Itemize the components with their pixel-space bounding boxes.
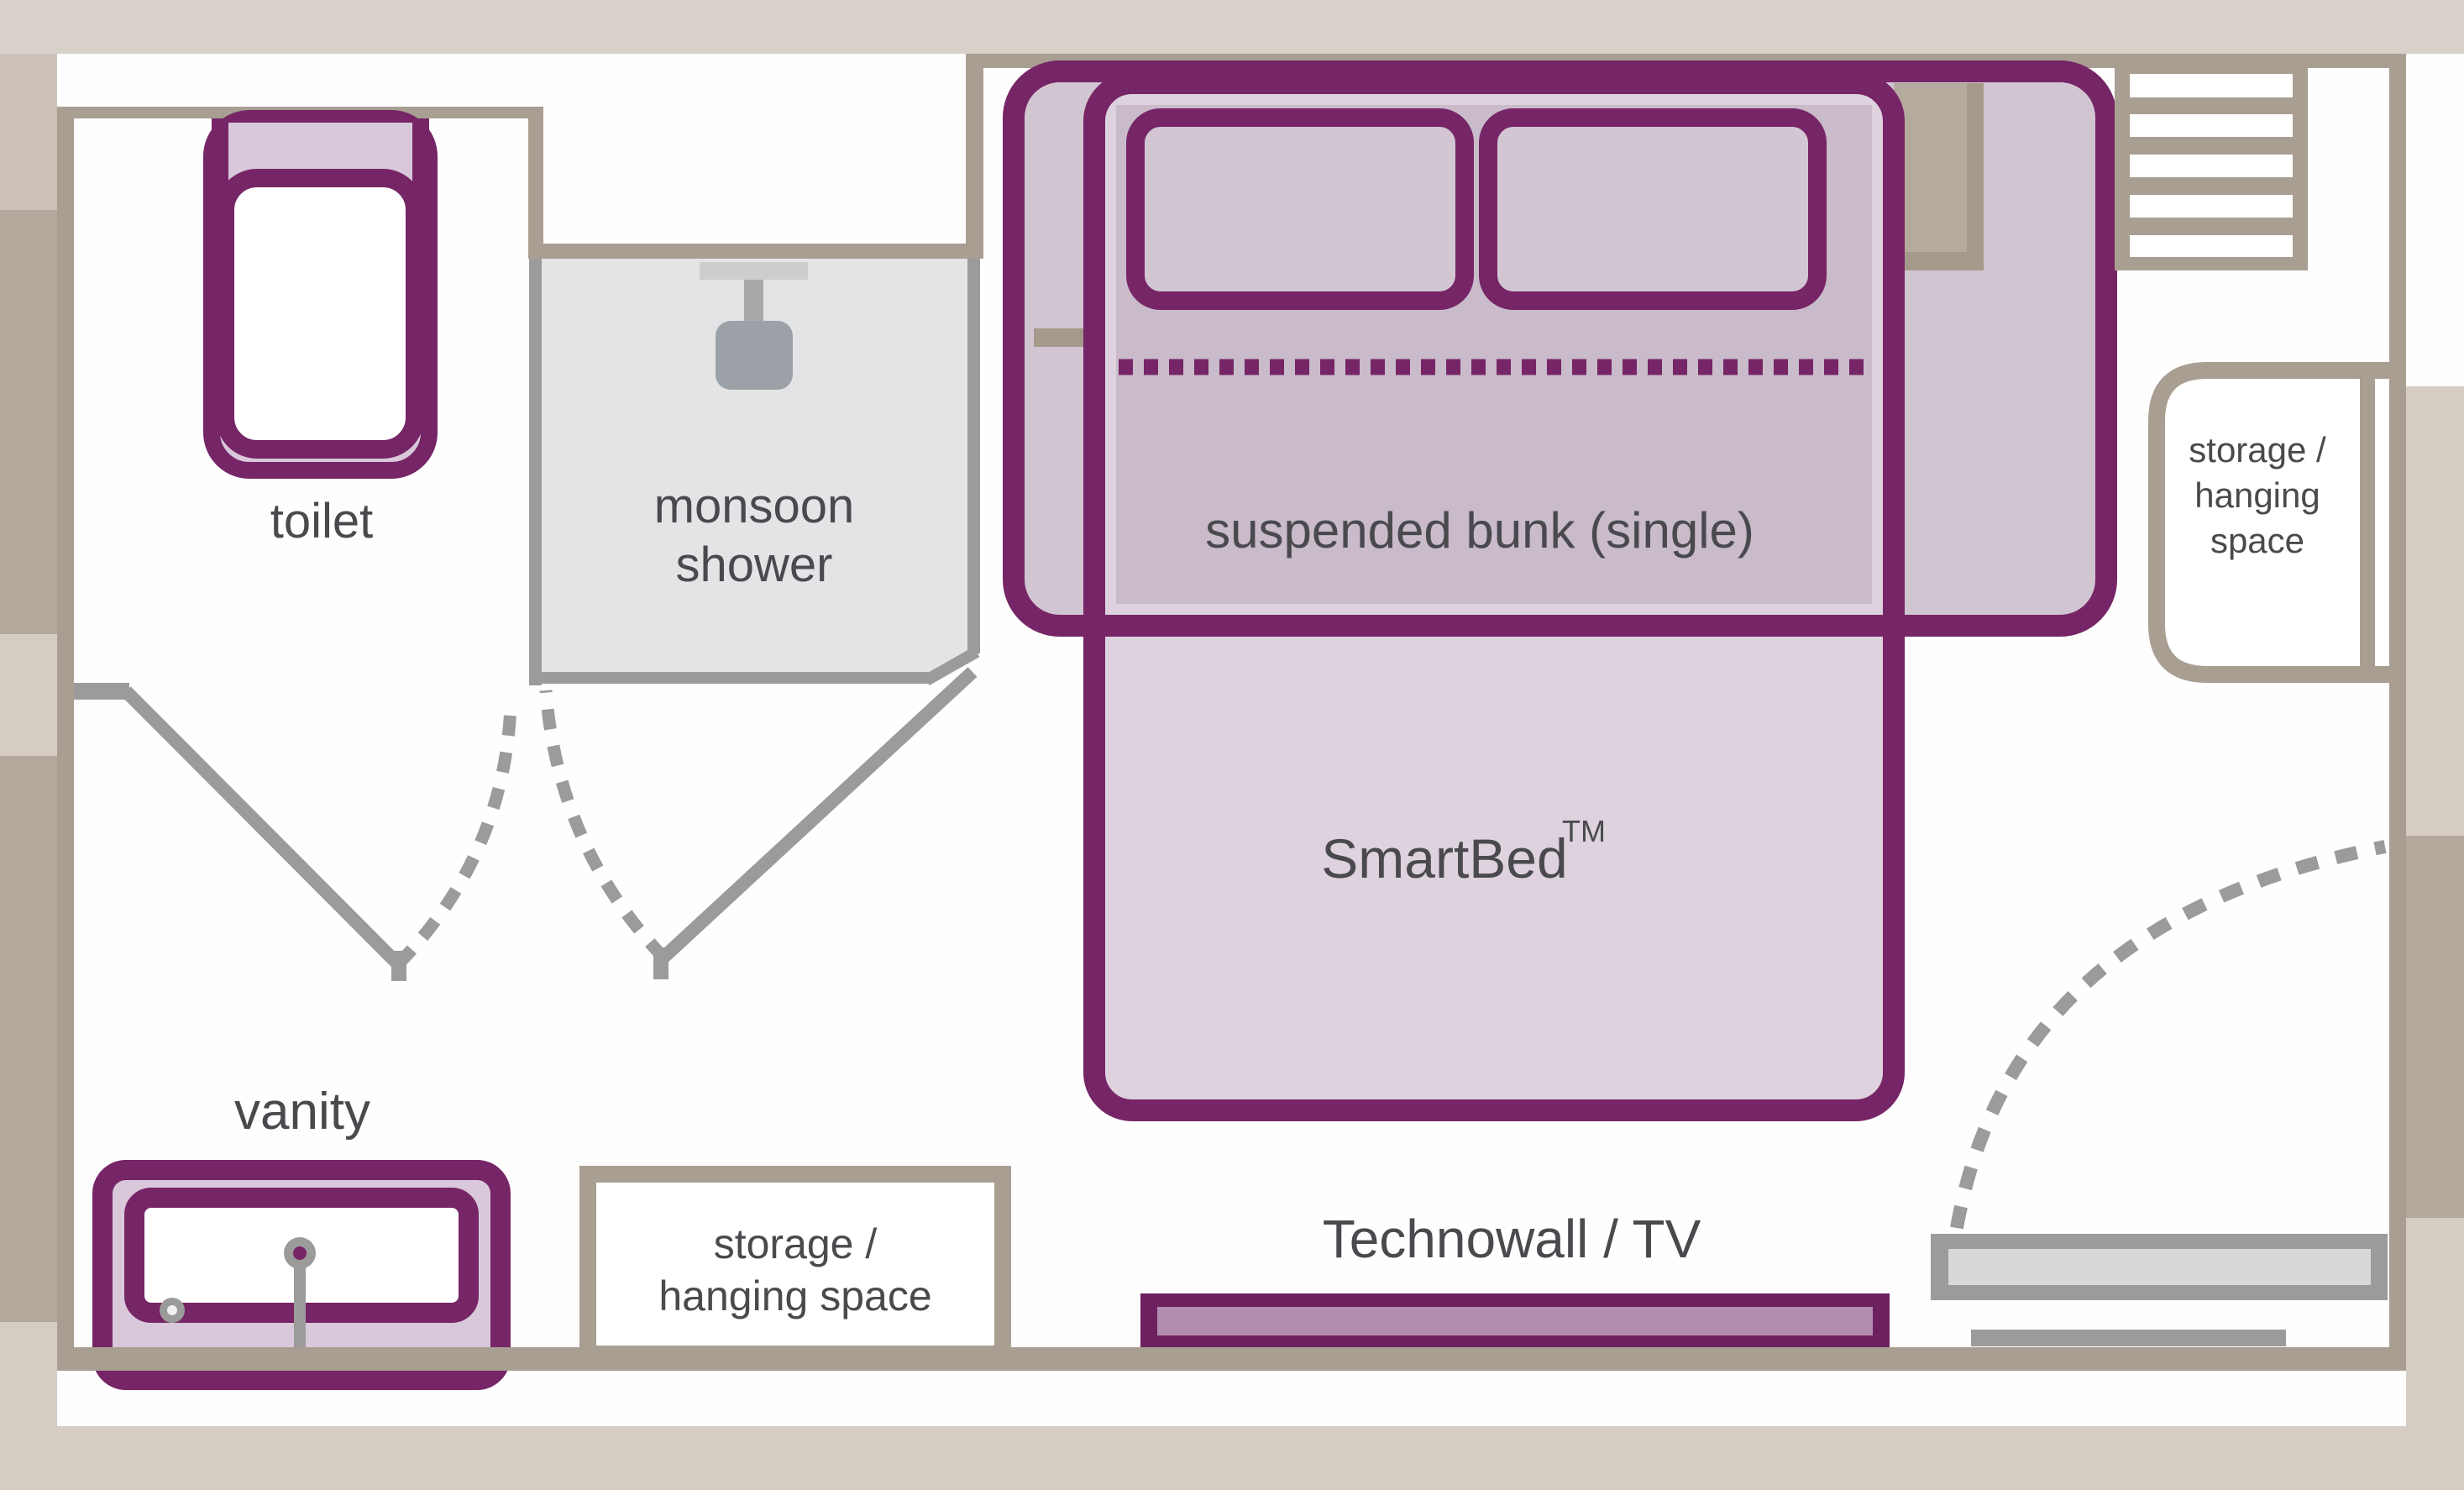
bunk-outline bbox=[1003, 60, 2117, 637]
bed-assembly bbox=[1003, 60, 2117, 1121]
smartbed-outline bbox=[1083, 72, 1905, 1121]
bg-left-2 bbox=[0, 210, 57, 634]
shower-glass-corner-cut bbox=[923, 646, 980, 686]
bg-left-5 bbox=[0, 1322, 57, 1490]
wall-bottom bbox=[57, 1347, 2406, 1371]
headboard-shelf-shadow-right bbox=[1967, 83, 1984, 270]
headboard-shelf-shadow-bottom bbox=[1894, 252, 1984, 270]
vanity-tap-stem bbox=[294, 1264, 306, 1347]
toilet-door-swing-arc bbox=[393, 705, 517, 969]
toilet-bowl bbox=[216, 169, 424, 459]
wall-step bbox=[966, 54, 983, 259]
wall-toilet-shower-divider bbox=[528, 118, 543, 259]
bunk-label: suspended bunk (single) bbox=[1205, 502, 1754, 559]
storage-right-outline bbox=[2148, 362, 2406, 683]
entrance-door-swing-arc bbox=[1950, 840, 2387, 1230]
shower-glass-left bbox=[529, 259, 542, 685]
ladder-slot bbox=[2130, 235, 2293, 257]
technowall-label: Technowall / TV bbox=[1323, 1209, 1701, 1269]
bg-right-2 bbox=[2406, 836, 2464, 1218]
toilet-label: toilet bbox=[270, 494, 374, 548]
pillow-left bbox=[1126, 108, 1474, 310]
storage-bottom-outline bbox=[579, 1166, 1011, 1362]
toilet-fixture bbox=[203, 110, 438, 479]
shower-label-line2: shower bbox=[676, 538, 833, 592]
bg-left-3 bbox=[0, 634, 57, 756]
bg-top-band bbox=[0, 0, 2464, 54]
smartbed-tm-label: TM bbox=[1562, 814, 1606, 848]
shower-rail bbox=[700, 262, 808, 280]
ladder-slot bbox=[2130, 155, 2293, 177]
storage-right-label-line2: hanging bbox=[2194, 475, 2320, 515]
shower-door-swing-arc bbox=[539, 690, 668, 963]
wall-shower-top bbox=[543, 244, 966, 259]
bedside-shelf-bar bbox=[1034, 328, 1094, 347]
storage-right-label-line1: storage / bbox=[2189, 430, 2326, 470]
wall-right bbox=[2389, 54, 2406, 1371]
bg-right-3 bbox=[2406, 1218, 2464, 1490]
bg-left-4 bbox=[0, 756, 57, 1322]
technowall-bar-inner bbox=[1157, 1307, 1873, 1335]
bathroom-doors bbox=[74, 667, 978, 981]
shower-glass-right bbox=[967, 259, 980, 653]
ladder-slot bbox=[2130, 195, 2293, 218]
vanity-fixture bbox=[92, 1160, 511, 1390]
toilet-door-leaf bbox=[121, 686, 403, 969]
storage-bottom-label-line1: storage / bbox=[714, 1220, 878, 1267]
toilet-door-hinge bbox=[74, 683, 129, 700]
storage-right bbox=[2148, 362, 2406, 683]
bg-right-1 bbox=[2406, 386, 2464, 836]
shower-enclosure bbox=[529, 259, 980, 686]
storage-right-label-line3: space bbox=[2210, 521, 2304, 560]
shower-head-icon bbox=[716, 321, 793, 390]
vanity-tap-dot bbox=[293, 1246, 307, 1260]
toilet-border-left-top bbox=[212, 118, 228, 194]
bg-left-1 bbox=[0, 54, 57, 210]
shower-floor bbox=[542, 259, 967, 684]
ladder-slot bbox=[2130, 114, 2293, 137]
shower-door-leaf bbox=[658, 667, 978, 963]
storage-right-divider bbox=[2360, 379, 2375, 666]
entrance-door bbox=[1931, 840, 2388, 1346]
vanity-label: vanity bbox=[234, 1083, 370, 1141]
entrance-threshold bbox=[1971, 1330, 2286, 1346]
toilet-border-right-top bbox=[412, 118, 429, 194]
bunk-ladder bbox=[2115, 68, 2308, 270]
smartbed-label: SmartBed bbox=[1321, 827, 1567, 889]
bg-bottom-band bbox=[57, 1426, 2406, 1490]
wall-left bbox=[57, 107, 74, 1371]
technowall-unit bbox=[1140, 1293, 1890, 1347]
shower-label-line1: monsoon bbox=[654, 479, 855, 533]
ladder-slot bbox=[2130, 74, 2293, 97]
pillow-right bbox=[1479, 108, 1827, 310]
entrance-door-slab-inner bbox=[1948, 1249, 2371, 1285]
storage-bottom-label-line2: hanging space bbox=[658, 1272, 931, 1319]
vanity-drain-hole bbox=[167, 1305, 177, 1315]
shower-arm bbox=[744, 280, 763, 321]
